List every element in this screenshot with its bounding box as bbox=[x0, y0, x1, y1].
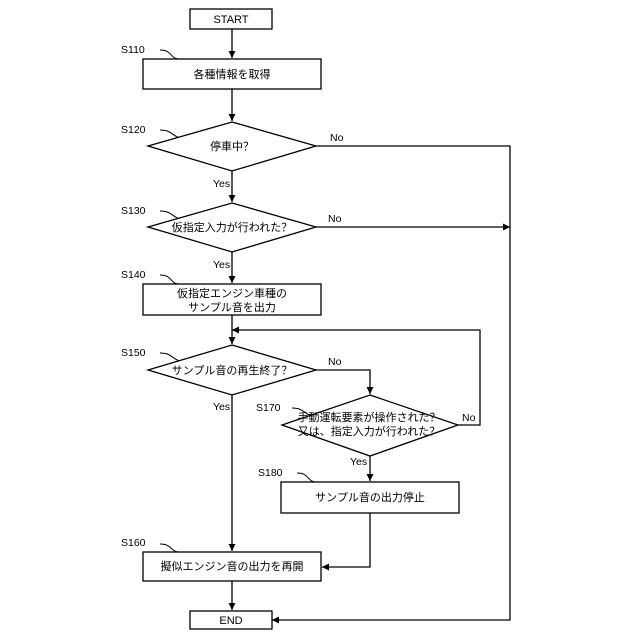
step-label-s160: S160 bbox=[121, 537, 146, 549]
label-s130-no: No bbox=[328, 213, 342, 225]
svg-text:停車中？: 停車中？ bbox=[210, 139, 254, 153]
step-label-s170: S170 bbox=[256, 402, 281, 414]
svg-text:サンプル音の出力停止: サンプル音の出力停止 bbox=[315, 490, 425, 504]
svg-text:手動運転要素が操作された？: 手動運転要素が操作された？ bbox=[298, 410, 441, 424]
svg-text:END: END bbox=[219, 615, 242, 627]
step-label-s180: S180 bbox=[258, 467, 283, 479]
decision-s130: S130 仮指定入力が行われた？ No Yes bbox=[121, 203, 342, 271]
svg-text:サンプル音の再生終了？: サンプル音の再生終了？ bbox=[172, 363, 293, 377]
process-s180: S180 サンプル音の出力停止 bbox=[258, 467, 459, 513]
svg-text:サンプル音を出力: サンプル音を出力 bbox=[188, 300, 276, 314]
edge-s180-s160 bbox=[322, 513, 370, 567]
label-s150-yes: Yes bbox=[213, 401, 230, 413]
svg-text:仮指定入力が行われた？: 仮指定入力が行われた？ bbox=[172, 220, 292, 234]
svg-text:仮指定エンジン車種の: 仮指定エンジン車種の bbox=[177, 286, 287, 300]
process-s140: S140 仮指定エンジン車種の サンプル音を出力 bbox=[121, 269, 321, 315]
step-label-s130: S130 bbox=[121, 205, 146, 217]
step-label-s120: S120 bbox=[121, 124, 146, 136]
svg-text:各種情報を取得: 各種情報を取得 bbox=[194, 67, 271, 81]
step-label-s150: S150 bbox=[121, 347, 146, 359]
svg-text:擬似エンジン音の出力を再開: 擬似エンジン音の出力を再開 bbox=[161, 559, 304, 573]
label-s120-no: No bbox=[330, 132, 344, 144]
svg-text:又は、指定入力が行われた？: 又は、指定入力が行われた？ bbox=[298, 424, 440, 438]
process-s110: S110 各種情報を取得 bbox=[121, 44, 321, 89]
end-node: END bbox=[190, 611, 272, 629]
decision-s150: S150 サンプル音の再生終了？ No Yes bbox=[121, 345, 342, 413]
decision-s170: S170 手動運転要素が操作された？ 又は、指定入力が行われた？ Yes No bbox=[256, 395, 476, 468]
process-s160: S160 擬似エンジン音の出力を再開 bbox=[121, 537, 321, 581]
label-s130-yes: Yes bbox=[213, 259, 230, 271]
svg-text:START: START bbox=[213, 14, 248, 26]
edge-s120-no bbox=[272, 146, 510, 620]
step-label-s110: S110 bbox=[121, 44, 145, 56]
edge-s150-no bbox=[316, 370, 370, 394]
label-s170-yes: Yes bbox=[350, 456, 367, 468]
connectors bbox=[232, 29, 510, 620]
step-label-s140: S140 bbox=[121, 269, 146, 281]
label-s150-no: No bbox=[328, 356, 342, 368]
label-s170-no: No bbox=[462, 412, 476, 424]
label-s120-yes: Yes bbox=[213, 178, 230, 190]
start-node: START bbox=[190, 9, 272, 29]
